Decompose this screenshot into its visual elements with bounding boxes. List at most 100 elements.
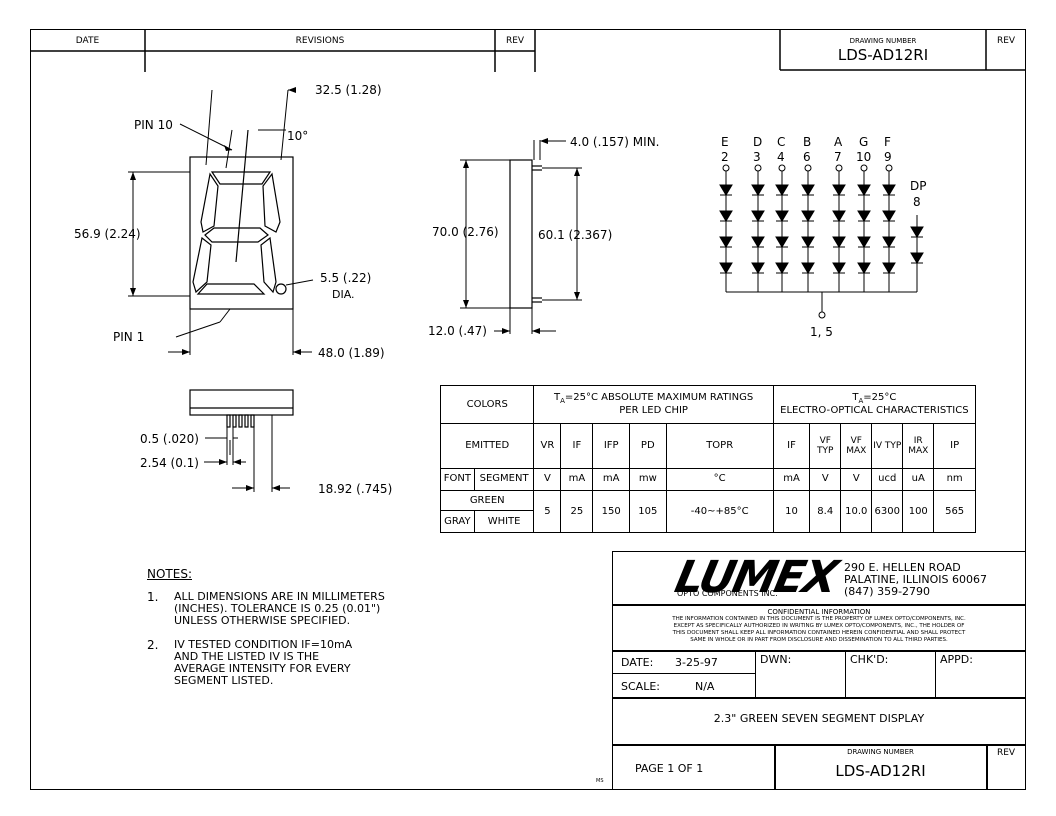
param-header: VR bbox=[533, 423, 562, 469]
address-line: 290 E. HELLEN ROAD bbox=[844, 561, 961, 574]
diode-symbol bbox=[882, 236, 896, 248]
side-view-drawing bbox=[509, 159, 542, 309]
bottom-view-drawing bbox=[189, 389, 294, 428]
diode-symbol bbox=[775, 236, 789, 248]
date-header: DATE bbox=[75, 36, 100, 46]
diode-symbol bbox=[775, 210, 789, 222]
diode-symbol bbox=[751, 184, 765, 196]
hole-label: 5.5 (.22) bbox=[320, 271, 372, 285]
common-pin: 1, 5 bbox=[810, 325, 833, 339]
address-line: (847) 359-2790 bbox=[844, 585, 931, 598]
segment-header: SEGMENT bbox=[473, 467, 535, 491]
param-header: VF MAX bbox=[840, 423, 873, 469]
dim-pin-span: 60.1 (2.367) bbox=[538, 228, 613, 242]
value-cell: 10.0 bbox=[840, 489, 873, 534]
diode-symbol bbox=[801, 210, 815, 222]
param-header: IV TYP bbox=[871, 423, 904, 469]
note1-number: 1. bbox=[147, 590, 159, 604]
diode-symbol bbox=[882, 184, 896, 196]
diode-symbol bbox=[832, 262, 846, 274]
value-cell: 105 bbox=[629, 489, 667, 534]
pin-num: 2 bbox=[721, 150, 729, 164]
pin10-label: PIN 10 bbox=[134, 118, 173, 132]
param-header: PD bbox=[629, 423, 667, 469]
diode-symbol bbox=[857, 210, 871, 222]
value-cell: 5 bbox=[533, 489, 562, 534]
diode-symbol bbox=[751, 210, 765, 222]
spec-table: COLORS TA=25°C ABSOLUTE MAXIMUM RATINGS … bbox=[439, 384, 977, 534]
drawing-number-top: LDS-AD12RI bbox=[837, 46, 929, 64]
drawing-number-label-top: DRAWING NUMBER bbox=[849, 37, 917, 45]
diode-symbol bbox=[882, 262, 896, 274]
hole-dia-label: DIA. bbox=[332, 288, 355, 301]
dim-row-span: 18.92 (.745) bbox=[318, 482, 393, 496]
rev-header: REV bbox=[505, 36, 525, 46]
drawing-number: LDS-AD12RI bbox=[835, 762, 926, 780]
font-header: FONT bbox=[440, 467, 475, 491]
note2-line: AND THE LISTED IV IS THE bbox=[174, 650, 320, 663]
diode-symbol bbox=[857, 262, 871, 274]
pin-num: 3 bbox=[753, 150, 761, 164]
logo-subtitle: OPTO COMPONENTS INC. bbox=[677, 589, 778, 598]
drawing-border bbox=[30, 29, 1026, 790]
value-cell: 150 bbox=[592, 489, 630, 534]
param-header: IP bbox=[933, 423, 976, 469]
param-header: IFP bbox=[592, 423, 630, 469]
pin1-label: PIN 1 bbox=[113, 330, 145, 344]
confidential-title: CONFIDENTIAL INFORMATION bbox=[767, 608, 871, 616]
drawing-number-label: DRAWING NUMBER bbox=[847, 748, 914, 756]
value-cell: 100 bbox=[902, 489, 935, 534]
dp-label: DP bbox=[910, 179, 927, 193]
date-value: 3-25-97 bbox=[675, 656, 718, 669]
value-cell: 25 bbox=[560, 489, 594, 534]
note1-line: (INCHES). TOLERANCE IS 0.25 (0.01") bbox=[174, 602, 381, 615]
param-header: TOPR bbox=[665, 423, 774, 469]
pin-num: 7 bbox=[834, 150, 842, 164]
confidential-text: SAME IN WHOLE OR IN PART FROM DISCLOSURE… bbox=[690, 637, 948, 643]
scale-label: SCALE: bbox=[621, 680, 660, 693]
unit-cell: mA bbox=[772, 467, 811, 491]
abs-max-header: TA=25°C ABSOLUTE MAXIMUM RATINGS PER LED… bbox=[533, 384, 774, 425]
diode-symbol bbox=[801, 184, 815, 196]
dwn-label: DWN: bbox=[760, 653, 792, 666]
diode-symbol bbox=[719, 262, 733, 274]
dim-total-height: 70.0 (2.76) bbox=[432, 225, 499, 239]
value-cell: 565 bbox=[933, 489, 976, 534]
address-line: PALATINE, ILLINOIS 60067 bbox=[844, 573, 987, 586]
pin-num: 10 bbox=[856, 150, 872, 164]
diode-symbol bbox=[857, 184, 871, 196]
front-view-drawing bbox=[189, 129, 294, 310]
seg-label: D bbox=[753, 135, 763, 149]
title-block-frame bbox=[612, 551, 1026, 790]
param-header: IF bbox=[772, 423, 811, 469]
rev-header-right: REV bbox=[996, 36, 1016, 46]
angle-label: 10° bbox=[287, 129, 309, 143]
diode-symbol bbox=[719, 210, 733, 222]
diode-symbol bbox=[857, 236, 871, 248]
param-header: IF bbox=[560, 423, 594, 469]
seg-label: C bbox=[777, 135, 786, 149]
diode-symbol bbox=[801, 262, 815, 274]
value-cell: 8.4 bbox=[809, 489, 842, 534]
confidential-text: THE INFORMATION CONTAINED IN THIS DOCUME… bbox=[672, 616, 966, 622]
seg-label: B bbox=[803, 135, 812, 149]
unit-cell: V bbox=[840, 467, 873, 491]
dim-depth: 12.0 (.47) bbox=[428, 324, 487, 338]
pin-num: 9 bbox=[884, 150, 892, 164]
dim-height: 56.9 (2.24) bbox=[74, 227, 141, 241]
seg-label: E bbox=[721, 135, 729, 149]
diode-symbol bbox=[775, 262, 789, 274]
confidential-text: EXCEPT AS SPECIFICALLY AUTHORIZED IN WRI… bbox=[673, 623, 965, 629]
dim-pitch: 2.54 (0.1) bbox=[140, 456, 199, 470]
white-cell: WHITE bbox=[473, 509, 535, 534]
unit-cell: V bbox=[809, 467, 842, 491]
value-cell: -40~+85°C bbox=[665, 489, 774, 534]
unit-cell: ucd bbox=[871, 467, 904, 491]
dim-pin-dia: 0.5 (.020) bbox=[140, 432, 199, 446]
scale-value: N/A bbox=[695, 680, 715, 693]
pin-num: 4 bbox=[777, 150, 785, 164]
rev-label: REV bbox=[996, 748, 1016, 758]
note1-line: ALL DIMENSIONS ARE IN MILLIMETERS bbox=[174, 590, 385, 603]
green-cell: GREEN bbox=[439, 489, 535, 511]
